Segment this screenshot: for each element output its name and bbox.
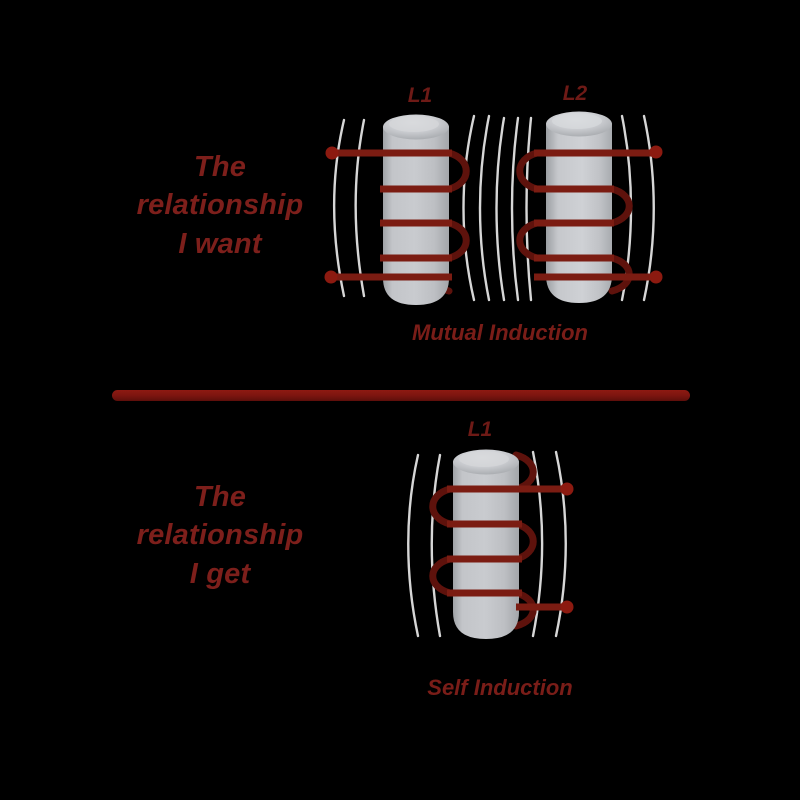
- terminals-bottom: [560, 482, 574, 614]
- terminal-upper-right: [649, 145, 663, 159]
- terminal-upper-left: [325, 146, 339, 160]
- coil-front-wires-bottom: [447, 485, 568, 611]
- field-lines-bottom: [407, 450, 567, 638]
- field-lines-top: [333, 114, 655, 302]
- terminals-top: [324, 145, 663, 284]
- coil-tag-l1-top: L1: [407, 84, 433, 107]
- sublabel-self-induction: Self Induction: [427, 675, 573, 700]
- sublabel-mutual-induction: Mutual Induction: [412, 320, 588, 345]
- coil-tag-l1-bottom: L1: [467, 418, 493, 441]
- terminal-lower-right: [560, 600, 574, 614]
- caption-relationship-i-get: The relationship I get: [136, 481, 304, 590]
- coil-tag-l2-top: L2: [562, 82, 588, 105]
- coil-core-l1-bottom: [453, 449, 519, 639]
- lead-wires-top: [330, 150, 659, 280]
- terminal-lower-left: [324, 270, 338, 284]
- horizontal-rule: [112, 390, 690, 401]
- terminal-lower-right: [649, 270, 663, 284]
- caption-relationship-i-want: The relationship I want: [136, 151, 304, 260]
- terminal-upper-right: [560, 482, 574, 496]
